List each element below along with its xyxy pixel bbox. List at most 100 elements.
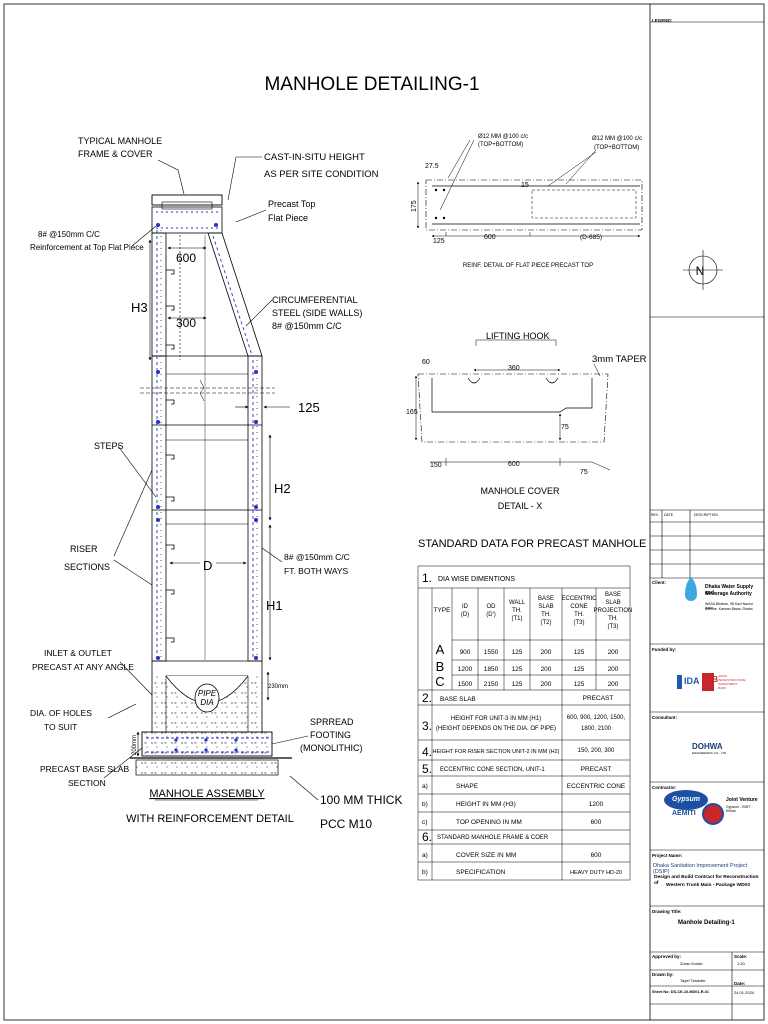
manhole-frame [151, 194, 223, 206]
svg-text:SECTIONS: SECTIONS [64, 562, 110, 572]
table-row-type: B [436, 659, 445, 674]
svg-text:PRECAST BASE SLAB: PRECAST BASE SLAB [40, 764, 129, 774]
cone-right-wall [207, 232, 263, 357]
table-sub-value: HEAVY DUTY HD-20 [570, 870, 622, 876]
svg-text:1800, 2100: 1800, 2100 [581, 726, 612, 732]
table-sub-value: 600 [591, 852, 602, 859]
svg-text:INLET & OUTLET: INLET & OUTLET [44, 648, 112, 658]
table-header: CONE [570, 604, 587, 610]
svg-text:125: 125 [433, 238, 445, 245]
table-cell: 200 [541, 649, 552, 656]
cover-detail: LIFTING HOOK 3mm TAPER 60 360 165 75 150… [406, 331, 647, 511]
ida-icon [677, 675, 682, 689]
table-header: OD [487, 604, 497, 610]
assembly-caption: WITH REINFORCEMENT DETAIL [126, 813, 294, 825]
table-cell: 900 [460, 649, 471, 656]
dim-125: 125 [298, 400, 320, 415]
svg-text:Ø12 MM @100 c/c: Ø12 MM @100 c/c [592, 136, 642, 142]
pipe-section [194, 683, 220, 713]
north-arrow-label: N [696, 264, 705, 278]
table-sub-label: SHAPE [456, 783, 479, 790]
base-slab [141, 731, 273, 757]
table-cell: 1550 [484, 649, 499, 656]
svg-text:Reinforcement at Top Flat Piec: Reinforcement at Top Flat Piece [30, 243, 144, 252]
svg-text:PRECAST AT ANY ANGLE: PRECAST AT ANY ANGLE [32, 662, 134, 672]
svg-text:600: 600 [484, 234, 496, 241]
table-header: ECCENTRIC [561, 596, 597, 602]
svg-text:Precast Top: Precast Top [268, 199, 315, 209]
table-sub-label: HEIGHT IN MM (H3) [456, 801, 516, 808]
table-cell: 125 [512, 649, 523, 656]
svg-text:DETAIL - X: DETAIL - X [498, 501, 543, 511]
table-header: (T2) [541, 620, 552, 626]
svg-text:150, 200, 300: 150, 200, 300 [578, 748, 615, 754]
table-header: (D') [486, 612, 495, 618]
svg-text:CIRCUMFERENTIAL: CIRCUMFERENTIAL [272, 295, 358, 305]
table-sub-label: COVER SIZE IN MM [456, 852, 516, 859]
table-cell: 125 [574, 666, 585, 673]
svg-text:MANHOLE COVER: MANHOLE COVER [480, 486, 560, 496]
svg-text:600, 900, 1200, 1500,: 600, 900, 1200, 1500, [567, 715, 626, 721]
table-cell: 200 [541, 666, 552, 673]
pcc-layer [135, 759, 279, 776]
svg-text:75: 75 [561, 424, 569, 431]
table-header: TH. [512, 608, 522, 614]
svg-text:BASE SLAB: BASE SLAB [440, 696, 476, 703]
svg-text:SPRREAD: SPRREAD [310, 717, 354, 727]
titleblock-grid [650, 21, 764, 1020]
svg-text:Ø12 MM @100 c/c: Ø12 MM @100 c/c [478, 134, 528, 140]
svg-text:2.: 2. [422, 691, 432, 705]
table-header: BASE [605, 592, 621, 598]
table-header: WALL [509, 600, 526, 606]
water-drop-icon [685, 577, 697, 601]
dim-h1: H1 [266, 598, 283, 613]
svg-text:HEIGHT FOR RISER SECTION UNIT-: HEIGHT FOR RISER SECTION UNIT-2 IN MM (H… [432, 749, 559, 755]
svg-text:FOOTING: FOOTING [310, 730, 351, 740]
table-cell: 125 [512, 681, 523, 688]
dim-d: D [203, 558, 212, 573]
table-cell: 1850 [484, 666, 499, 673]
dim-230mm: 230mm [268, 684, 288, 690]
table-sub-value: ECCENTRIC CONE [567, 783, 626, 790]
pipe-label: PIPE [198, 689, 217, 698]
svg-text:15: 15 [521, 182, 529, 189]
svg-text:600: 600 [508, 461, 520, 468]
table-header: (D) [461, 612, 469, 618]
table-cell: 1200 [458, 666, 473, 673]
svg-text:6.: 6. [422, 830, 432, 844]
svg-text:ECCENTRIC CONE SECTION, UNIT-1: ECCENTRIC CONE SECTION, UNIT-1 [440, 767, 545, 773]
table-header: SLAB [605, 600, 620, 606]
assembly-caption: MANHOLE ASSEMBLY [149, 788, 265, 800]
dim-300: 300 [176, 316, 196, 330]
table-cell: 2150 [484, 681, 499, 688]
svg-text:5.: 5. [422, 762, 432, 776]
svg-text:DIA. OF HOLES: DIA. OF HOLES [30, 708, 92, 718]
table-row-type: A [436, 642, 445, 657]
svg-text:100 MM THICK: 100 MM THICK [320, 793, 402, 807]
svg-text:TO SUIT: TO SUIT [44, 722, 77, 732]
drawing-title: MANHOLE DETAILING-1 [264, 74, 479, 95]
svg-text:3mm TAPER: 3mm TAPER [592, 354, 647, 365]
svg-text:STEPS: STEPS [94, 441, 124, 451]
khilan-logo-icon [702, 803, 724, 825]
svg-text:(TOP+BOTTOM): (TOP+BOTTOM) [594, 145, 639, 151]
svg-text:RISER: RISER [70, 544, 98, 554]
table-sub-index: c) [422, 819, 427, 826]
svg-text:STANDARD MANHOLE FRAME & COER: STANDARD MANHOLE FRAME & COER [437, 835, 549, 841]
svg-text:PRECAST: PRECAST [581, 766, 612, 773]
sheet-border [3, 3, 765, 1021]
svg-text:4.: 4. [422, 745, 432, 759]
table-sub-label: SPECIFICATION [456, 869, 506, 876]
svg-text:CAST-IN-SITU HEIGHT: CAST-IN-SITU HEIGHT [264, 152, 365, 163]
manhole-cover [161, 201, 213, 210]
svg-text:(TOP+BOTTOM): (TOP+BOTTOM) [478, 142, 523, 148]
svg-text:DIA WISE DIMENTIONS: DIA WISE DIMENTIONS [438, 576, 515, 583]
svg-text:165: 165 [406, 409, 418, 416]
table-header: SLAB [538, 604, 553, 610]
table-header: (T3) [574, 620, 585, 626]
table-cell: 1500 [458, 681, 473, 688]
svg-text:Flat Piece: Flat Piece [268, 213, 308, 223]
table-header: TYPE [434, 607, 452, 614]
